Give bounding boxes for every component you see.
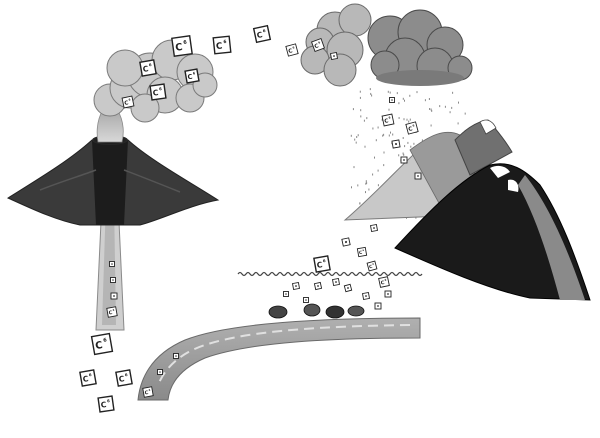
carbon-atom-icon: C6 bbox=[366, 260, 378, 272]
carbon-atom-icon bbox=[370, 224, 378, 232]
carbon-atom-icon bbox=[384, 290, 392, 298]
carbon-superscript: 6 bbox=[128, 97, 131, 101]
sediment-pebbles bbox=[268, 303, 365, 319]
sediment-pebble-icon bbox=[268, 305, 288, 319]
carbon-atom-icon: C6 bbox=[405, 121, 419, 135]
carbon-superscript: 6 bbox=[372, 263, 375, 266]
carbon-atom-icon: C6 bbox=[285, 43, 299, 57]
carbon-symbol: C bbox=[100, 400, 107, 410]
carbon-superscript: 6 bbox=[159, 86, 163, 91]
carbon-symbol: C bbox=[316, 260, 323, 270]
sediment-pebble-icon bbox=[347, 305, 365, 317]
sediment-pebble-icon bbox=[303, 303, 321, 317]
carbon-superscript: 6 bbox=[388, 115, 391, 119]
carbon-symbol: C bbox=[108, 310, 113, 317]
carbon-superscript: 6 bbox=[107, 398, 111, 403]
carbon-superscript: 6 bbox=[262, 28, 266, 34]
carbon-superscript: 6 bbox=[148, 62, 152, 67]
carbon-atom-icon bbox=[374, 302, 382, 310]
carbon-superscript: 6 bbox=[412, 123, 415, 127]
mountain-icon bbox=[343, 119, 591, 301]
carbon-atom-icon: C6 bbox=[121, 95, 135, 109]
carbon-atom-icon bbox=[343, 283, 353, 293]
carbon-symbol: C bbox=[142, 64, 149, 74]
subduction-slab bbox=[137, 317, 421, 401]
carbon-atom-icon bbox=[110, 277, 116, 283]
carbon-atom-icon bbox=[303, 297, 309, 303]
sediment-pebble-icon bbox=[325, 305, 345, 319]
carbon-atom-icon bbox=[332, 278, 340, 286]
carbon-atom-icon bbox=[292, 282, 300, 290]
carbon-symbol: C bbox=[187, 73, 193, 82]
carbon-symbol: C bbox=[408, 126, 413, 133]
carbon-atom-icon: C6 bbox=[381, 113, 395, 127]
carbon-atom-icon bbox=[313, 281, 323, 291]
carbon-symbol: C bbox=[118, 374, 125, 384]
carbon-superscript: 6 bbox=[362, 249, 364, 252]
carbon-atom-icon bbox=[341, 237, 351, 247]
carbon-superscript: 6 bbox=[88, 372, 92, 377]
carbon-superscript: 6 bbox=[112, 308, 115, 312]
carbon-superscript: 6 bbox=[148, 388, 151, 392]
carbon-atom-icon: C6 bbox=[311, 38, 325, 52]
smoke-cloud-icon bbox=[93, 39, 218, 123]
carbon-atom-icon bbox=[110, 292, 118, 300]
carbon-atom-icon bbox=[173, 353, 179, 359]
carbon-superscript: 6 bbox=[192, 71, 196, 75]
carbon-superscript: 6 bbox=[384, 278, 387, 282]
carbon-superscript: 6 bbox=[322, 258, 326, 263]
carbon-symbol: C bbox=[368, 264, 373, 271]
carbon-symbol: C bbox=[359, 250, 363, 256]
carbon-superscript: 6 bbox=[183, 39, 188, 45]
carbon-atom-icon bbox=[391, 139, 401, 149]
carbon-atom-icon bbox=[283, 291, 289, 297]
carbon-atom-icon bbox=[362, 292, 370, 300]
carbon-atom-icon bbox=[414, 172, 422, 180]
carbon-superscript: 6 bbox=[292, 45, 295, 49]
rain-cloud-icon bbox=[300, 3, 473, 87]
carbon-superscript: 6 bbox=[103, 337, 108, 344]
ocean-wave-icon bbox=[237, 271, 423, 277]
carbon-atom-icon bbox=[389, 97, 395, 103]
carbon-symbol: C bbox=[95, 340, 104, 352]
carbon-symbol: C bbox=[152, 88, 159, 98]
carbon-atom-icon bbox=[400, 156, 408, 164]
carbon-symbol: C bbox=[82, 374, 89, 384]
carbon-superscript: 6 bbox=[223, 39, 227, 45]
carbon-superscript: 6 bbox=[124, 372, 128, 377]
carbon-atom-icon: C6 bbox=[356, 246, 368, 258]
carbon-symbol: C bbox=[175, 42, 184, 54]
carbon-atom-icon bbox=[330, 52, 338, 60]
carbon-symbol: C bbox=[380, 280, 385, 287]
carbon-atom-icon bbox=[157, 369, 163, 375]
carbon-symbol: C bbox=[288, 48, 293, 55]
carbon-symbol: C bbox=[144, 390, 149, 397]
volcano-icon bbox=[6, 135, 220, 226]
carbon-atom-icon: C6 bbox=[252, 24, 272, 44]
carbon-symbol: C bbox=[256, 30, 264, 40]
carbon-atom-icon bbox=[109, 261, 115, 267]
carbon-symbol: C bbox=[384, 118, 389, 125]
carbon-symbol: C bbox=[216, 42, 223, 53]
carbon-symbol: C bbox=[314, 43, 320, 50]
carbon-symbol: C bbox=[124, 100, 129, 107]
carbon-superscript: 6 bbox=[318, 40, 321, 44]
